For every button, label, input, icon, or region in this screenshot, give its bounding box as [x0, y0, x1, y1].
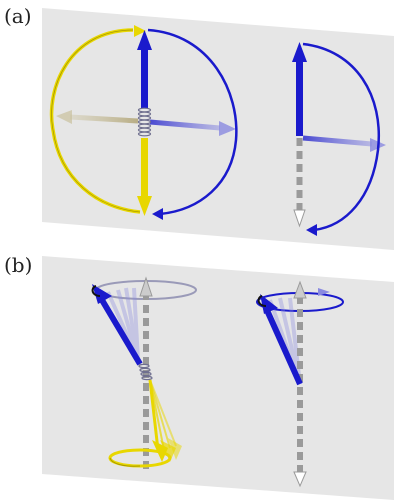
plane-b: [42, 256, 394, 500]
yellow-spin-down-a: [141, 138, 148, 198]
blue-faded-arrowhead-a: [219, 121, 236, 136]
tan-arrowhead-a: [56, 110, 72, 124]
spring-a: [137, 107, 152, 137]
panel-label-b: (b): [4, 253, 33, 277]
yellow-arrowhead-top-a: [134, 25, 146, 37]
blue-spin-tilted-b-right: [263, 306, 303, 386]
panel-b: [42, 256, 394, 500]
blue-spin-up-a-right: [296, 60, 303, 136]
panel-a: [42, 8, 394, 250]
spring-b: [138, 363, 153, 381]
blue-spin-tilted-b: [99, 298, 143, 366]
yellow-spin-fan-b: [148, 379, 182, 462]
blue-spin-up-a: [141, 48, 148, 108]
blue-orbit-a: [147, 28, 238, 216]
blue-orbit-a-right: [302, 42, 381, 232]
panel-label-a: (a): [4, 4, 32, 28]
